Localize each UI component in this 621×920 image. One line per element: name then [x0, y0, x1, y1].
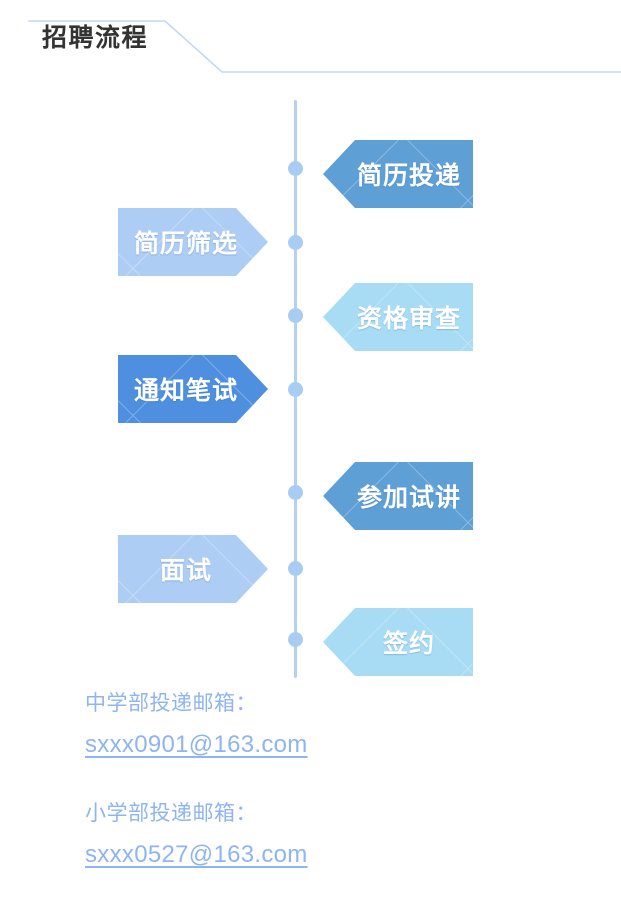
- process-step-fill: [323, 608, 473, 676]
- process-step-2[interactable]: 简历筛选: [118, 208, 268, 276]
- page-title: 招聘流程: [42, 24, 149, 52]
- process-step-label: 通知笔试: [133, 377, 238, 405]
- timeline-dot-5: [288, 485, 303, 500]
- process-step-fill: [118, 208, 268, 276]
- contact-label: 小学部投递邮箱：: [85, 802, 257, 825]
- timeline-dot-1: [288, 161, 303, 176]
- process-step-fill: [118, 535, 268, 603]
- process-step-label: 参加试讲: [356, 484, 461, 512]
- process-step-label: 签约: [382, 630, 435, 658]
- process-step-3[interactable]: 资格审查: [323, 283, 473, 351]
- contact-email-link[interactable]: sxxx0527@163.com: [85, 841, 308, 869]
- process-step-label: 简历筛选: [133, 230, 238, 258]
- timeline-dot-3: [288, 308, 303, 323]
- process-step-fill: [118, 355, 268, 423]
- timeline-dot-2: [288, 235, 303, 250]
- timeline-dot-7: [288, 632, 303, 647]
- process-timeline: 简历投递简历筛选资格审查通知笔试参加试讲面试签约: [118, 100, 473, 678]
- timeline-dot-4: [288, 382, 303, 397]
- process-step-5[interactable]: 参加试讲: [323, 462, 473, 530]
- process-step-fill: [323, 462, 473, 530]
- contact-label: 中学部投递邮箱：: [85, 692, 257, 715]
- process-step-4[interactable]: 通知笔试: [118, 355, 268, 423]
- process-step-label: 简历投递: [356, 162, 461, 190]
- contact-email-link[interactable]: sxxx0901@163.com: [85, 731, 308, 759]
- process-step-label: 资格审查: [356, 305, 461, 333]
- process-step-1[interactable]: 简历投递: [323, 140, 473, 208]
- process-step-7[interactable]: 签约: [323, 608, 473, 676]
- contact-block-2: 小学部投递邮箱： sxxx0527@163.com: [85, 800, 555, 869]
- process-step-fill: [323, 283, 473, 351]
- process-step-fill: [323, 140, 473, 208]
- process-step-label: 面试: [159, 557, 212, 585]
- contact-block-1: 中学部投递邮箱： sxxx0901@163.com: [85, 690, 555, 759]
- process-step-6[interactable]: 面试: [118, 535, 268, 603]
- timeline-dot-6: [288, 561, 303, 576]
